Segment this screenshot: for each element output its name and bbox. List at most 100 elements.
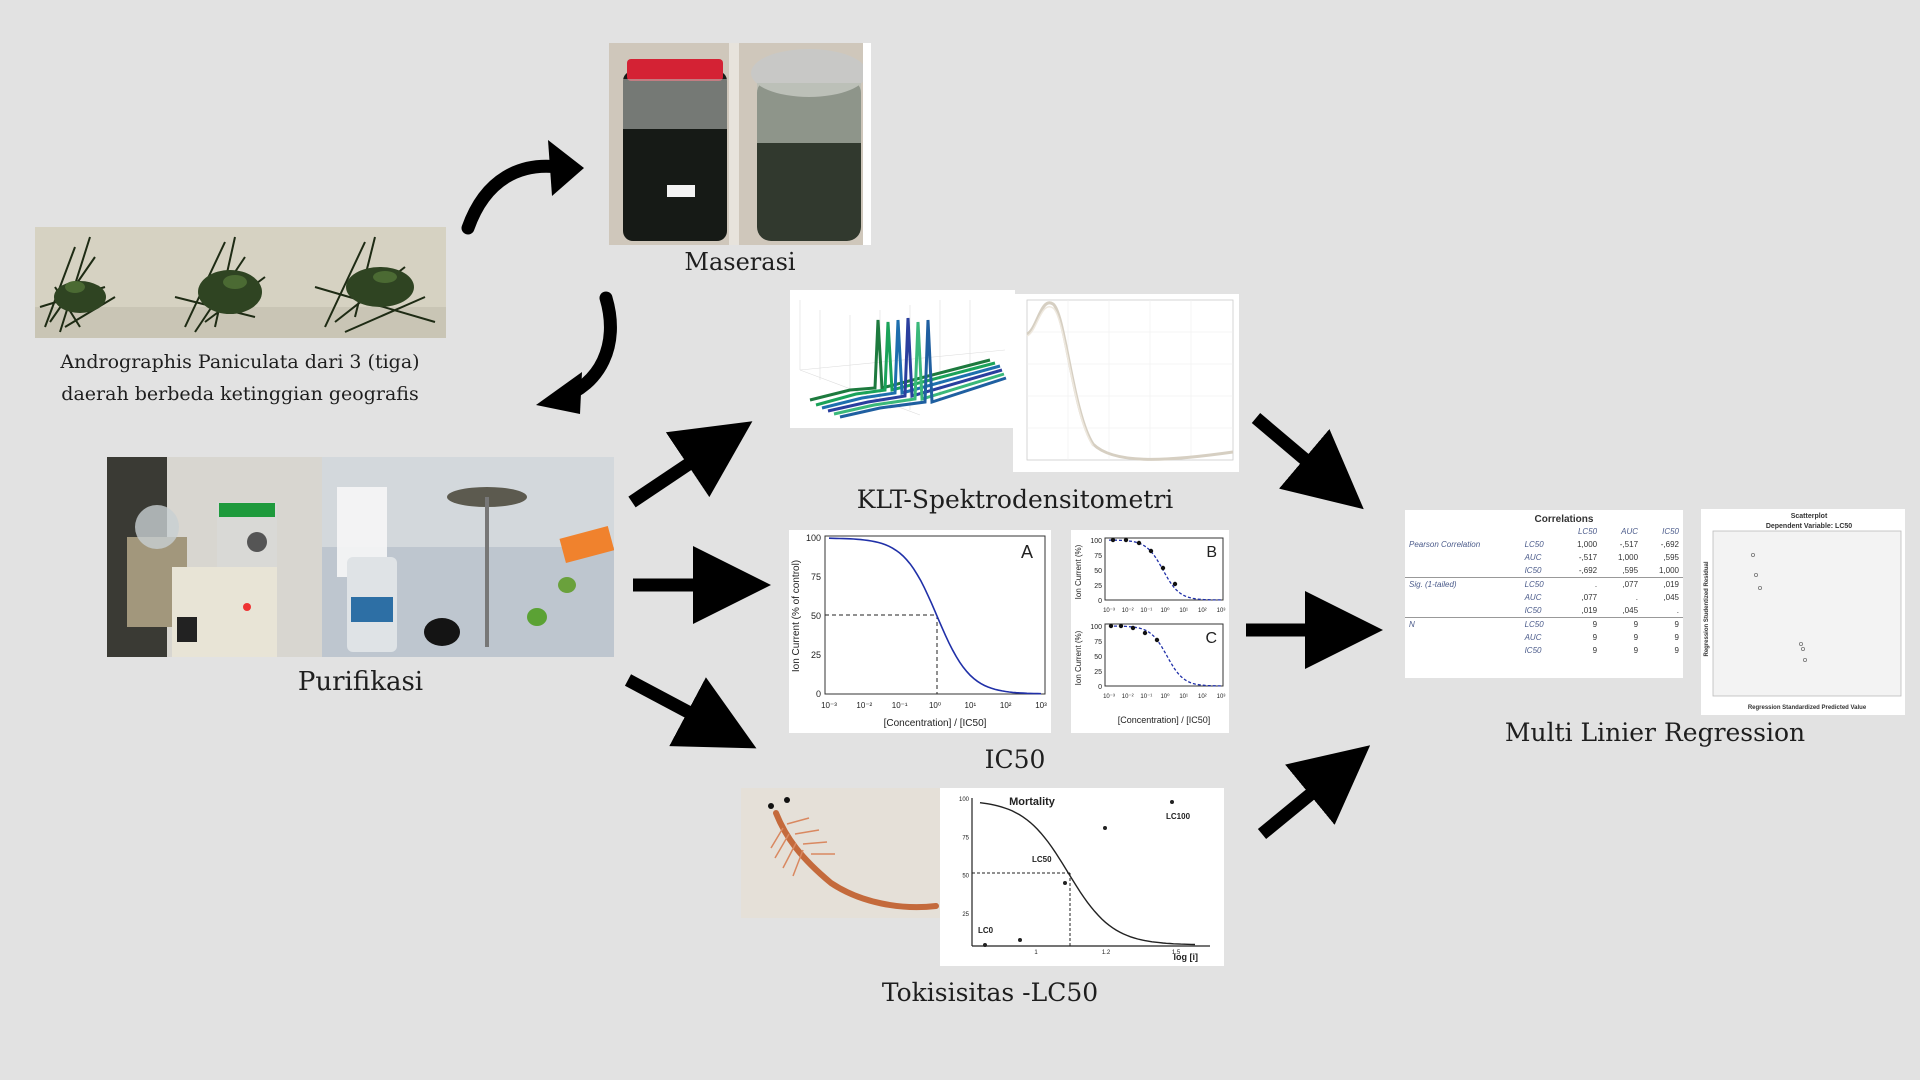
mortality-title: Mortality [1009,796,1056,808]
corr-cell: . [1560,577,1602,591]
corr-variable: AUC [1524,553,1542,562]
purifikasi-photo [107,457,614,657]
corr-variable: LC50 [1520,617,1561,631]
corr-cell: 1,000 [1577,540,1598,549]
mortality-lc50-label: LC50 [1032,855,1052,864]
tick-label: 100 [959,797,970,803]
corr-cell: ,595 [1663,553,1679,562]
ic50-data-point [1123,537,1129,543]
tick-label: 0 [816,689,821,699]
mortality-xlabel: log [i] [1174,952,1199,962]
tick-label: 10⁻³ [1103,694,1115,700]
corr-cell: ,019 [1642,577,1683,591]
tick-label: 10⁰ [1160,607,1170,614]
klt-3d-chromatogram [790,290,1015,428]
tick-label: 75 [962,835,969,841]
ic50-data-point [1108,623,1114,629]
ic50-c-xlabel: [Concentration] / [IC50] [1118,715,1211,725]
ic50-data-point [1142,630,1148,636]
ic50-a-curve [828,537,1042,695]
tick-label: 10⁰ [1160,693,1170,700]
table-row: AUC -,517 1,000 ,595 [1405,551,1683,564]
corr-header: LC50 [1577,527,1598,536]
tick-label: 25 [1094,583,1102,590]
tick-label: 100 [1090,624,1102,631]
corr-cell: . [1676,606,1679,615]
tick-label: 10³ [1217,608,1226,614]
corr-cell: 1,000 [1618,553,1639,562]
tick-label: 1.2 [1102,950,1111,956]
corr-group [1405,564,1521,578]
mortality-lc0-label: LC0 [978,926,994,935]
mortality-lc100-label: LC100 [1166,812,1191,821]
corr-variable: LC50 [1524,540,1544,549]
ic50-b-ylabel: Ion Current (%) [1074,544,1083,599]
mortality-curve [979,802,1196,946]
corr-cell: -,517 [1578,553,1598,562]
mortality-point [1103,826,1107,830]
tick-label: 10⁻³ [821,701,837,710]
tick-label: 10² [1198,608,1207,614]
caption-klt: KLT-Spektrodensitometri [856,485,1174,514]
scatter-subtitle: Dependent Variable: LC50 [1766,523,1852,530]
corr-cell: 9 [1592,646,1598,655]
mortality-point [1018,938,1022,942]
corr-group [1405,631,1521,644]
corr-cell: ,595 [1622,566,1639,575]
arrow-to-toxicity [624,674,757,749]
corr-group [1405,591,1521,604]
tick-label: 75 [811,572,821,582]
corr-header: IC50 [1662,527,1679,536]
scatter-point [1754,573,1759,578]
tick-label: 75 [1094,639,1102,646]
tick-label: 1.5 [1172,950,1181,956]
arrow-tox-to-regression [1257,745,1371,840]
corr-variable: IC50 [1524,566,1542,575]
tick-label: 10² [1198,694,1207,700]
corr-variable: LC50 [1520,577,1561,591]
caption-maserasi: Maserasi [684,248,796,276]
corr-cell: 9 [1601,617,1643,631]
caption-toksisitas: Tokisisitas -LC50 [881,978,1099,1007]
corr-cell: . [1635,593,1639,602]
scatter-point [1803,657,1808,662]
corr-cell: 9 [1642,617,1683,631]
tick-label: 10⁻³ [1103,608,1115,614]
corr-variable: AUC [1524,593,1542,602]
corr-header: AUC [1621,527,1639,536]
table-row: AUC ,077. ,045 [1405,591,1683,604]
mortality-point-lc50 [1063,881,1067,885]
ic50-data-point [1160,565,1166,571]
tick-label: 10⁻¹ [1140,694,1152,700]
corr-variable: IC50 [1524,646,1542,655]
corr-cell: 9 [1674,633,1679,642]
scatterplot-chart: Scatterplot Dependent Variable: LC50 Reg… [1701,509,1905,715]
arrow-to-klt [628,421,753,508]
corr-cell: ,077 [1581,593,1598,602]
tick-label: 25 [811,650,821,660]
corr-cell: ,045 [1663,593,1679,602]
ic50-b-label: B [1206,544,1217,561]
scatter-title: Scatterplot [1791,513,1828,520]
scatter-point [1799,641,1804,646]
ic50-b-curve [1109,539,1221,601]
corr-cell: 9 [1592,633,1598,642]
corr-cell: 1,000 [1658,566,1679,575]
tick-label: 10¹ [1179,694,1188,700]
caption-purifikasi: Purifikasi [297,667,424,697]
tick-label: 50 [1094,654,1102,661]
corr-cell: ,019 [1581,606,1598,615]
mortality-point-lc0 [983,943,987,947]
ic50-a-label: A [1021,542,1033,562]
tick-label: 0 [1098,684,1102,691]
corr-cell: -,517 [1619,540,1639,549]
maserasi-photo [609,43,871,245]
correlations-table: Correlations LC50 AUC IC50 Pearson Corre… [1405,510,1683,678]
corr-group [1405,551,1521,564]
tick-label: 0 [1098,598,1102,605]
tick-label: 10¹ [1179,608,1188,614]
